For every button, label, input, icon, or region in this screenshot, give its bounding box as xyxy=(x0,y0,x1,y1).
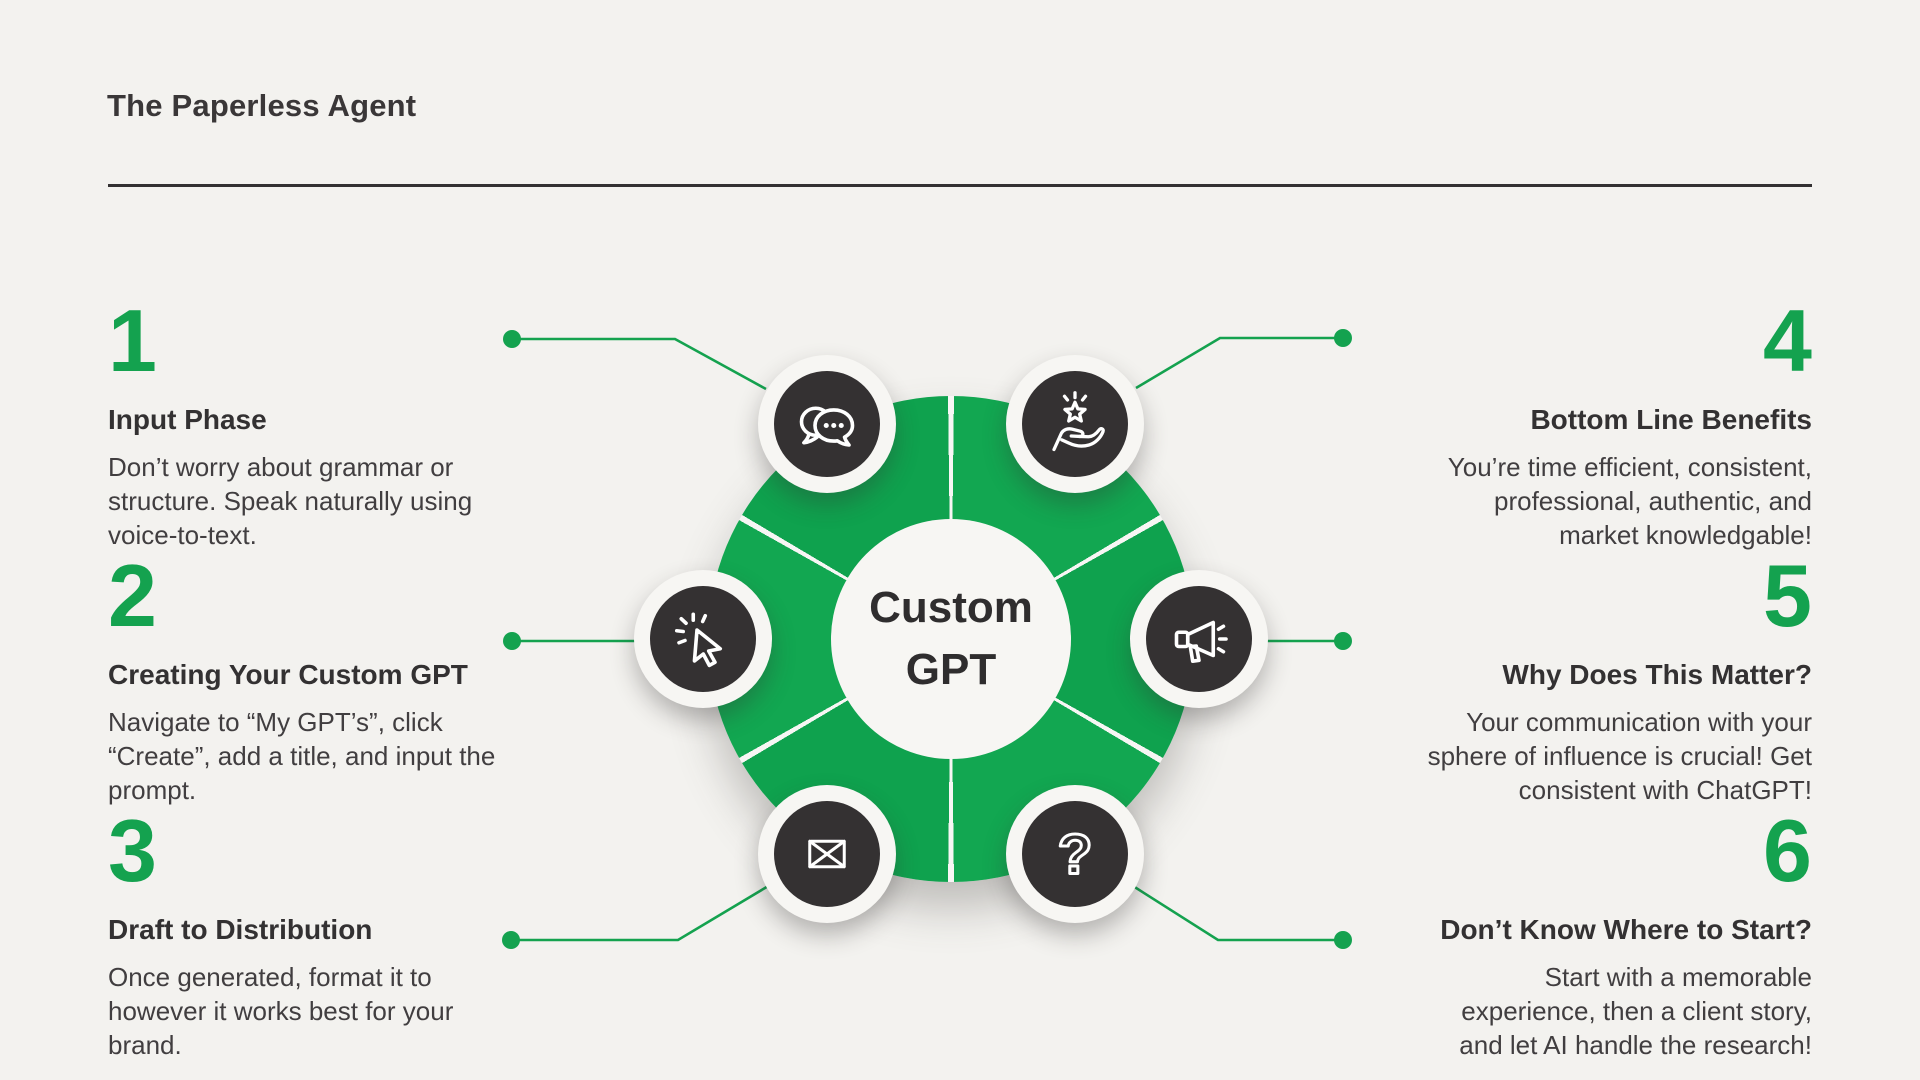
step-title: Don’t Know Where to Start? xyxy=(1440,914,1812,945)
step-title: Draft to Distribution xyxy=(108,914,373,945)
speech-bubbles-icon xyxy=(774,371,880,477)
page-title: The Paperless Agent xyxy=(107,88,417,123)
connector-step-2 xyxy=(503,632,640,650)
header-divider xyxy=(108,184,1812,187)
step-description: You’re time efficient, consistent, profe… xyxy=(1447,452,1812,550)
envelope-icon xyxy=(774,801,880,907)
speech-bubbles-node xyxy=(758,355,896,493)
cursor-click-node xyxy=(634,570,772,708)
connector-step-6 xyxy=(1132,884,1352,949)
step-title: Creating Your Custom GPT xyxy=(108,659,468,690)
step-block-1: 1 Input Phase Don’t worry about grammar … xyxy=(108,297,538,552)
megaphone-icon xyxy=(1146,586,1252,692)
connector-step-3 xyxy=(502,883,771,949)
question-mark-icon: ? xyxy=(1022,801,1128,907)
step-number: 2 xyxy=(108,546,157,645)
envelope-node xyxy=(758,785,896,923)
connector-step-4 xyxy=(1135,329,1352,390)
connector-dot xyxy=(1334,632,1352,650)
connector-step-1 xyxy=(503,330,767,391)
megaphone-node xyxy=(1130,570,1268,708)
step-number: 6 xyxy=(1763,801,1812,900)
step-number: 1 xyxy=(108,291,157,390)
connector-dot xyxy=(1334,329,1352,347)
connector-step-5 xyxy=(1262,632,1352,650)
step-block-6: 6 Don’t Know Where to Start? Start with … xyxy=(1382,807,1812,1062)
connector-dot xyxy=(1334,931,1352,949)
step-block-4: 4 Bottom Line Benefits You’re time effic… xyxy=(1382,297,1812,552)
hub-title-line2: GPT xyxy=(905,645,997,694)
step-number: 3 xyxy=(108,801,157,900)
step-block-5: 5 Why Does This Matter? Your communicati… xyxy=(1382,552,1812,807)
connector-dot xyxy=(503,632,521,650)
hub-title-line1: Custom xyxy=(869,583,1033,632)
star-in-hand-node xyxy=(1006,355,1144,493)
hub-center-circle: Custom GPT xyxy=(831,519,1071,759)
star-in-hand-icon xyxy=(1022,371,1128,477)
step-description: Once generated, format it to however it … xyxy=(108,962,454,1060)
connector-dot xyxy=(503,330,521,348)
step-title: Input Phase xyxy=(108,404,267,435)
question-mark-node: ? xyxy=(1006,785,1144,923)
step-number: 5 xyxy=(1763,546,1812,645)
step-block-3: 3 Draft to Distribution Once generated, … xyxy=(108,807,538,1062)
step-description: Start with a memorable experience, then … xyxy=(1459,962,1812,1060)
step-number: 4 xyxy=(1763,291,1812,390)
cursor-click-icon xyxy=(650,586,756,692)
step-description: Navigate to “My GPT’s”, click “Create”, … xyxy=(108,707,496,805)
step-block-2: 2 Creating Your Custom GPT Navigate to “… xyxy=(108,552,538,807)
step-description: Your communication with your sphere of i… xyxy=(1427,707,1812,805)
step-title: Bottom Line Benefits xyxy=(1530,404,1812,435)
question-glyph: ? xyxy=(1058,823,1093,887)
step-title: Why Does This Matter? xyxy=(1502,659,1812,690)
connector-dot xyxy=(502,931,520,949)
step-description: Don’t worry about grammar or structure. … xyxy=(108,452,473,550)
